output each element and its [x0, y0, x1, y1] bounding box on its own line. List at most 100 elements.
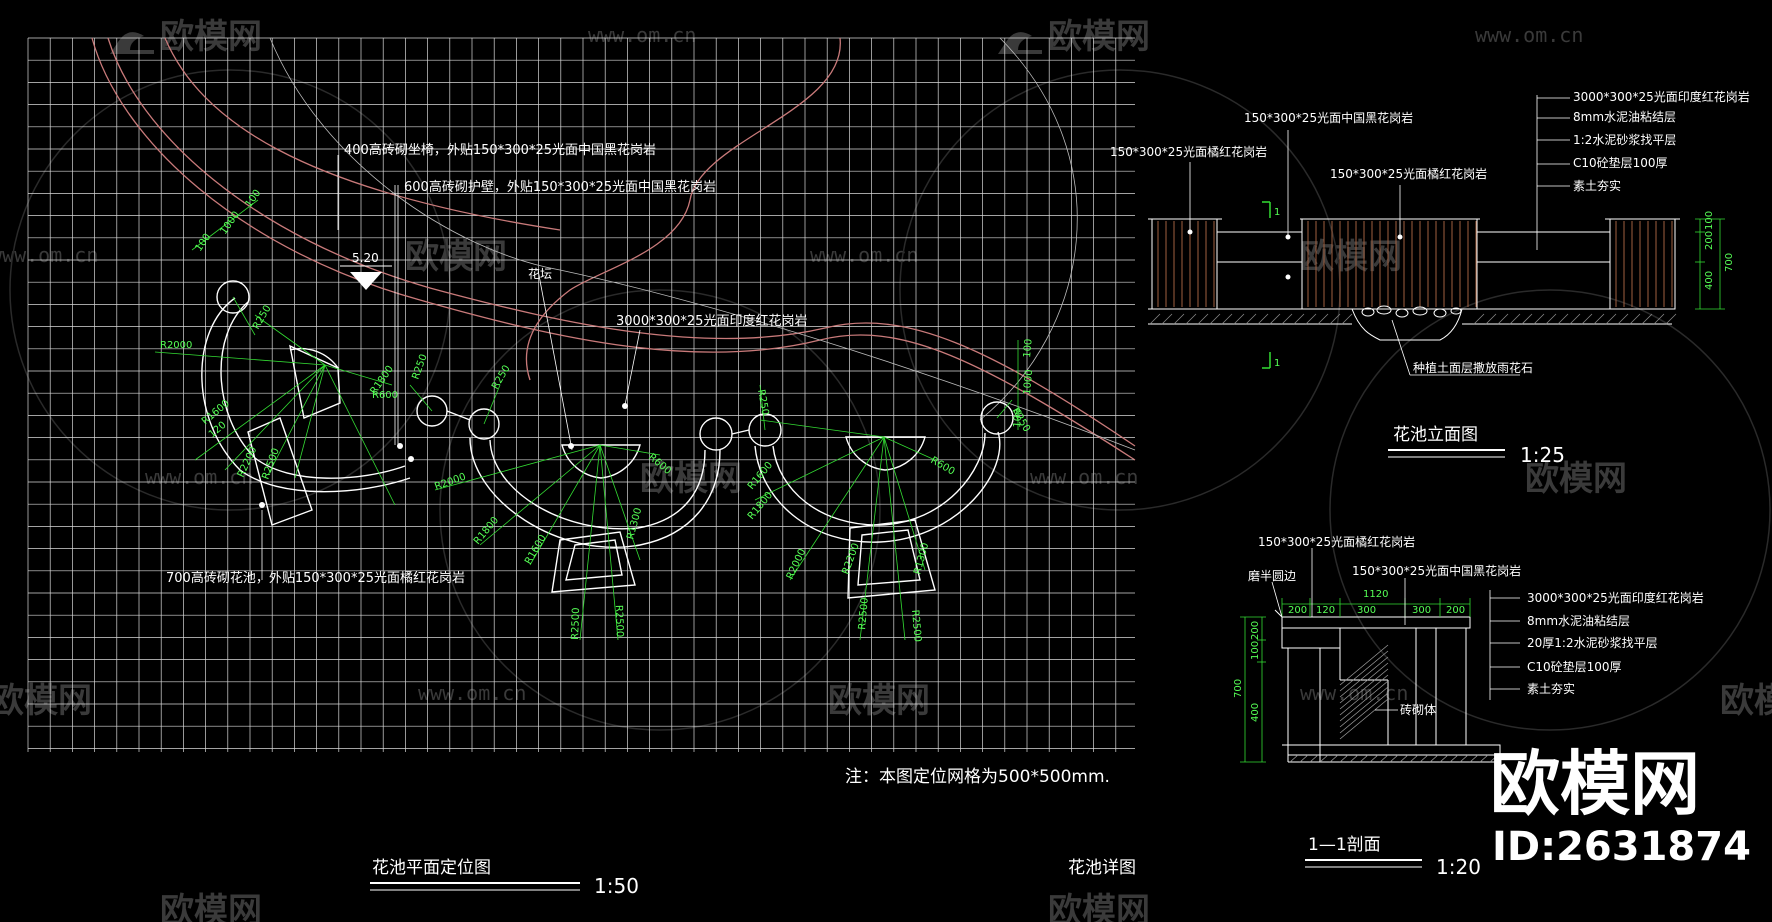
ground-hatch-line — [1173, 313, 1185, 325]
brand-overlay: 欧模网 ID:2631874 — [1490, 743, 1751, 870]
brick-hatch-line — [1339, 674, 1389, 716]
callout-paving: 3000*300*25光面印度红花岗岩 — [616, 313, 807, 329]
dim-label: 100 — [243, 188, 263, 210]
ground-hatch-line — [1509, 313, 1521, 325]
plan-scale: 1:50 — [594, 874, 639, 898]
brick-hatch-line — [1339, 692, 1389, 734]
ground-hatch-line — [1479, 754, 1489, 763]
brick-hatch-line — [1339, 668, 1389, 710]
ground-hatch-line — [1293, 313, 1305, 325]
watermark-logo-10: 欧模网 — [160, 891, 262, 922]
dim-label: 700 — [1233, 679, 1244, 698]
callout: 150*300*25光面橘红花岗岩 — [1110, 144, 1267, 159]
dim-label: R2000 — [160, 340, 192, 351]
brick-hatch-line — [1339, 650, 1389, 692]
ground-hatch-line — [1161, 313, 1173, 325]
ground-hatch-line — [1469, 754, 1479, 763]
watermark-logo-7: 欧模网 — [0, 681, 92, 721]
ground-hatch-line — [1269, 313, 1281, 325]
ground-hatch-line — [1409, 754, 1419, 763]
plan-title: 花池平面定位图 — [372, 858, 491, 878]
ground-hatch-line — [1305, 313, 1317, 325]
callout: 150*300*25光面橘红花岗岩 — [1330, 166, 1487, 181]
ground-hatch-line — [1369, 754, 1379, 763]
dim-label: 200 — [1704, 231, 1715, 250]
ground-hatch-line — [1309, 754, 1319, 763]
watermark-logo-8: 欧模网 — [828, 681, 930, 721]
level-marker: 5.20 — [340, 251, 392, 290]
section-drawing: 1120 200 120 300 300 200 200 100 700 400… — [1233, 534, 1704, 879]
dim-label: 100 — [1012, 408, 1025, 428]
ground-hatch-line — [1233, 313, 1245, 325]
level-mark-text: 5.20 — [352, 251, 379, 265]
ground-hatch-line — [1533, 313, 1545, 325]
ground-hatch-line — [1473, 313, 1485, 325]
dim-label: 100 — [1022, 338, 1035, 358]
ground-hatch-line — [1593, 313, 1605, 325]
watermark-text: 欧模网 — [160, 17, 262, 57]
dim-label: R2500 — [570, 607, 582, 640]
ground-hatch-line — [1629, 313, 1641, 325]
watermark-text: 欧模网 — [1525, 459, 1627, 499]
watermark-site: www.om.cn — [1475, 23, 1583, 47]
callout: 8mm水泥油粘结层 — [1527, 613, 1630, 628]
ground-hatch-line — [1581, 313, 1593, 325]
callout: 3000*300*25光面印度红花岗岩 — [1573, 89, 1750, 104]
callout: 素土夯实 — [1573, 178, 1621, 193]
ground-hatch-line — [1497, 313, 1509, 325]
flower-beds — [201, 280, 1014, 599]
dim-label: 200 — [1250, 621, 1261, 640]
watermark-logo-11: 欧模网 — [1048, 891, 1150, 922]
grid-note: 注：本图定位网格为500*500mm. — [845, 767, 1110, 787]
ground-hatch-line — [1489, 754, 1499, 763]
watermark-logo-2: 欧模网 — [998, 17, 1150, 57]
dim-label: R2500 — [857, 597, 871, 630]
ground-hatch-line — [1281, 313, 1293, 325]
watermark-logo-5: 欧模网 — [1300, 237, 1402, 277]
plan-title-block: 花池平面定位图 1:50 花池详图 — [370, 858, 1136, 898]
ground-hatch-line — [1399, 754, 1409, 763]
dim-label: 100 — [1250, 641, 1261, 660]
ground-hatch-line — [1317, 313, 1329, 325]
brand-logo-text: 欧模网 — [1490, 743, 1700, 825]
watermark-logo-6: 欧模网 — [1525, 459, 1627, 499]
elevation-callouts: 150*300*25光面中国黑花岗岩 150*300*25光面橘红花岗岩 150… — [1110, 89, 1750, 375]
detail-title: 花池详图 — [1068, 858, 1136, 878]
ground-hatch-line — [1521, 313, 1533, 325]
dim-label: 700 — [1724, 253, 1735, 272]
dim-label: 120 — [1316, 605, 1335, 616]
callout-wall: 600高砖砌护壁，外贴150*300*25光面中国黑花岗岩 — [404, 179, 716, 195]
dim-label: 300 — [1412, 605, 1431, 616]
ground-hatch-line — [1329, 754, 1339, 763]
watermark-site: www.om.cn — [588, 23, 696, 47]
brick-hatch-line — [1339, 686, 1389, 728]
dim-label: R1300 — [625, 507, 644, 541]
ground-hatch-line — [1545, 313, 1557, 325]
ground-hatch-line — [1429, 754, 1439, 763]
dim-label: 400 — [1704, 271, 1715, 290]
watermark-text: 欧模网 — [1720, 681, 1772, 721]
callout: 3000*300*25光面印度红花岗岩 — [1527, 590, 1704, 605]
watermark-logo-4: 欧模网 — [640, 459, 742, 499]
watermark-text: 欧模网 — [160, 891, 262, 922]
ground-hatch-line — [1359, 754, 1369, 763]
ground-hatch-line — [1449, 754, 1459, 763]
section-callouts: 150*300*25光面橘红花岗岩 磨半圆边 150*300*25光面中国黑花岗… — [1248, 534, 1704, 717]
ground-hatch-line — [1439, 754, 1449, 763]
callout: 磨半圆边 — [1248, 569, 1296, 583]
callout: 150*300*25光面中国黑花岗岩 — [1244, 110, 1413, 125]
ground-hatch-line — [1459, 754, 1469, 763]
ground-hatch-line — [1257, 313, 1269, 325]
ground-hatch-line — [1419, 754, 1429, 763]
ground-hatch-line — [1349, 754, 1359, 763]
callout: C10砼垫层100厚 — [1527, 659, 1622, 674]
callout: 砖砌体 — [1400, 702, 1436, 717]
location-grid — [27, 37, 1135, 752]
ground-hatch-line — [1485, 313, 1497, 325]
ground-hatch-line — [1653, 313, 1665, 325]
ground-hatch-line — [1617, 313, 1629, 325]
watermark-text: 欧模网 — [1048, 17, 1150, 57]
watermark-text: 欧模网 — [405, 237, 507, 277]
ground-hatch-line — [1197, 313, 1209, 325]
brick-hatch-line — [1339, 644, 1389, 686]
